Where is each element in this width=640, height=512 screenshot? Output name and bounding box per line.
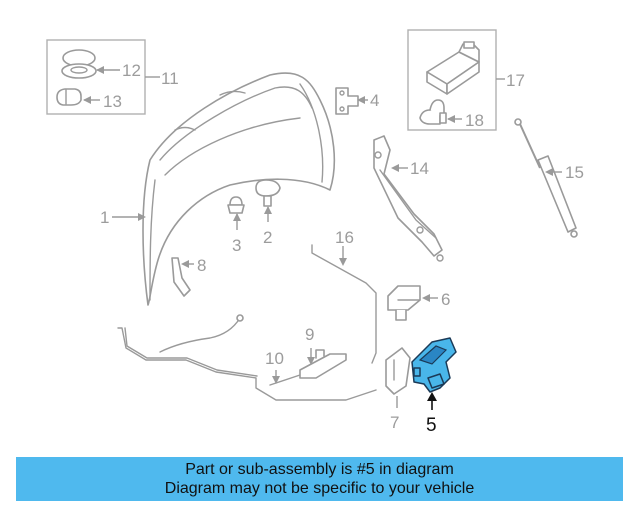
part-9-release — [299, 348, 347, 379]
inset-box-left — [46, 39, 160, 115]
inset-box-right — [407, 29, 505, 131]
part-8-clip — [171, 257, 194, 297]
part-6-bracket — [387, 285, 438, 321]
callout-13: 13 — [103, 92, 122, 111]
part-12-grommet — [61, 49, 97, 79]
part-13-plug — [56, 88, 82, 106]
callout-4: 4 — [370, 91, 379, 110]
callout-8: 8 — [197, 256, 206, 275]
part-14-hinge — [373, 135, 444, 262]
callout-5: 5 — [426, 415, 437, 436]
callout-6: 6 — [441, 290, 450, 309]
part-7-striker — [385, 347, 411, 408]
callout-14: 14 — [410, 159, 429, 178]
callout-15: 15 — [565, 163, 584, 182]
part-15-strut — [514, 118, 578, 238]
callout-2: 2 — [263, 228, 272, 247]
callout-3: 3 — [232, 236, 241, 255]
callout-9: 9 — [305, 325, 314, 344]
part-16-prop-rod — [311, 244, 377, 364]
part-17-lamp — [426, 41, 480, 95]
banner-line-2: Diagram may not be specific to your vehi… — [164, 480, 475, 497]
callout-labels: 12 11 13 4 17 18 14 15 1 2 3 16 8 6 9 10… — [100, 61, 584, 436]
callout-16: 16 — [335, 228, 354, 247]
callout-7: 7 — [390, 413, 399, 432]
part-10-cable — [117, 314, 377, 401]
part-1-hood — [112, 72, 336, 306]
part-3-bumper — [227, 196, 245, 230]
callout-18: 18 — [465, 111, 484, 130]
callout-1: 1 — [100, 208, 109, 227]
callout-11: 11 — [161, 69, 179, 88]
callout-12: 12 — [122, 61, 141, 80]
part-4-bracket — [335, 87, 368, 115]
part-18-bulb — [419, 99, 447, 125]
part-5-hood-latch — [411, 337, 457, 410]
callout-10: 10 — [265, 349, 284, 368]
callout-17: 17 — [506, 71, 525, 90]
part-2-bumper — [255, 179, 281, 222]
banner-line-1: Part or sub-assembly is #5 in diagram — [185, 461, 454, 478]
info-banner: Part or sub-assembly is #5 in diagram Di… — [16, 457, 623, 501]
